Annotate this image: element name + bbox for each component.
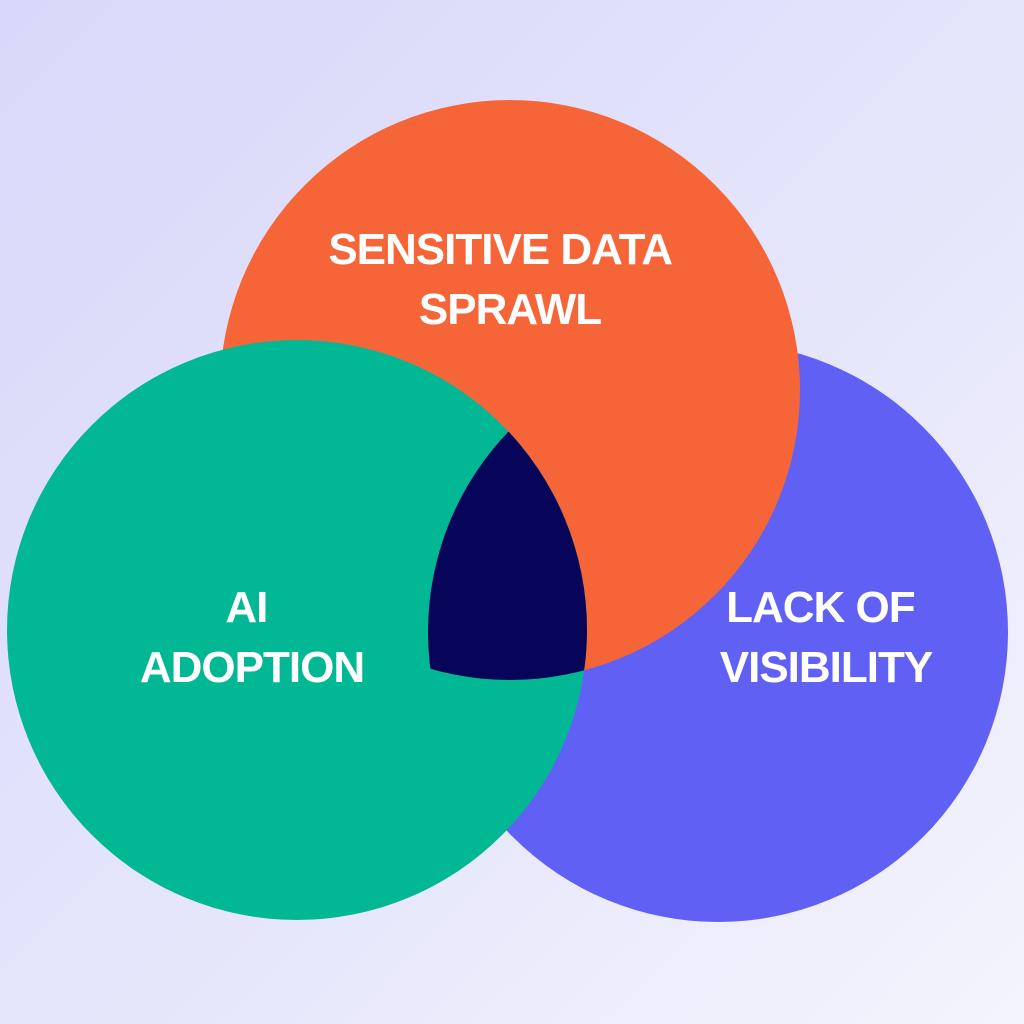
circle-ai-adoption xyxy=(7,340,587,920)
label-ai-adoption-line-2: ADOPTION xyxy=(140,643,364,692)
label-ai-adoption: AI ADOPTION xyxy=(140,583,364,692)
label-sensitive-data-sprawl-line-2: SPRAWL xyxy=(419,285,601,334)
label-sensitive-data-sprawl-line-1: SENSITIVE DATA xyxy=(328,225,672,274)
label-lack-of-visibility-line-1: LACK OF xyxy=(726,583,915,632)
label-lack-of-visibility: LACK OF VISIBILITY xyxy=(720,583,933,692)
label-ai-adoption-line-1: AI xyxy=(225,583,267,632)
label-sensitive-data-sprawl: SENSITIVE DATA SPRAWL xyxy=(328,225,681,334)
label-lack-of-visibility-line-2: VISIBILITY xyxy=(720,643,933,692)
